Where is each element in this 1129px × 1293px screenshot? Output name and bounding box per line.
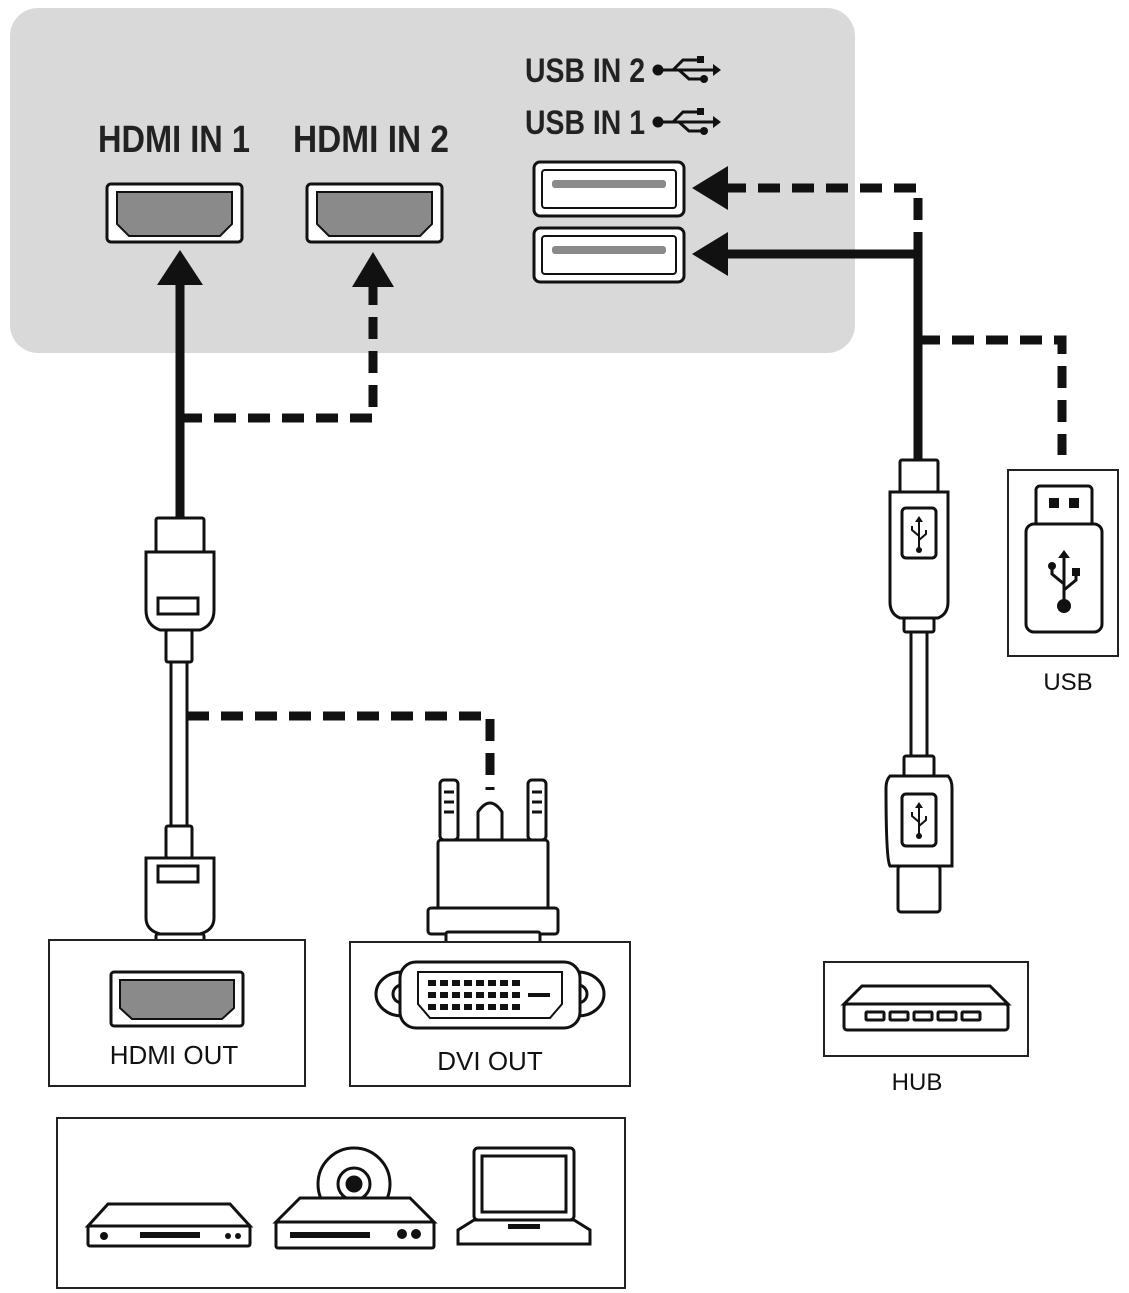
usb-symbol-icon [652, 56, 721, 83]
dvi-out-port[interactable] [374, 960, 606, 1030]
usb-symbol-icon [911, 516, 927, 553]
dvi-out-label: DVI OUT [437, 1046, 543, 1076]
hdmi-in-1-port[interactable] [105, 182, 244, 244]
arrow-head [352, 252, 394, 287]
usb-hub-icon [840, 984, 1012, 1032]
usb-cable [909, 630, 929, 760]
hdmi-in-1-label: HDMI IN 1 [98, 119, 250, 161]
usb-symbol-icon [652, 108, 721, 135]
usb-in-1-port[interactable] [532, 226, 686, 284]
hdmi-cable [169, 660, 189, 832]
hdmi-cable-dashed [180, 287, 378, 423]
usb-symbol-icon [911, 802, 927, 839]
disc-player-icon [272, 1146, 438, 1250]
usb-drive-dashed [918, 335, 1067, 455]
hdmi-in-2-port[interactable] [305, 182, 444, 244]
hdmi-out-port[interactable] [109, 970, 245, 1028]
usb-in-2-label: USB IN 2 [525, 52, 645, 90]
dvi-cable-dashed [187, 711, 495, 790]
usb-in-2-port[interactable] [532, 160, 686, 218]
hdmi-in-2-label: HDMI IN 2 [293, 119, 449, 161]
dvi-plug-icon [426, 778, 560, 946]
hub-label: HUB [892, 1069, 943, 1096]
arrow-head [157, 250, 203, 285]
arrow-head [692, 232, 728, 276]
monitor-back-panel [10, 8, 855, 353]
usb-label: USB [1043, 669, 1092, 696]
arrow-head [692, 166, 728, 210]
hdmi-out-label: HDMI OUT [110, 1040, 239, 1070]
usb-in-1-label: USB IN 1 [525, 104, 645, 142]
usb-symbol-icon [1048, 550, 1080, 613]
usb-cable-dashed [728, 183, 923, 254]
laptop-icon [456, 1146, 592, 1246]
hdmi-plug-icon [144, 516, 216, 664]
usb-plug-icon [888, 458, 950, 634]
dvd-player-icon [84, 1202, 254, 1248]
hdmi-plug-icon [144, 824, 216, 954]
